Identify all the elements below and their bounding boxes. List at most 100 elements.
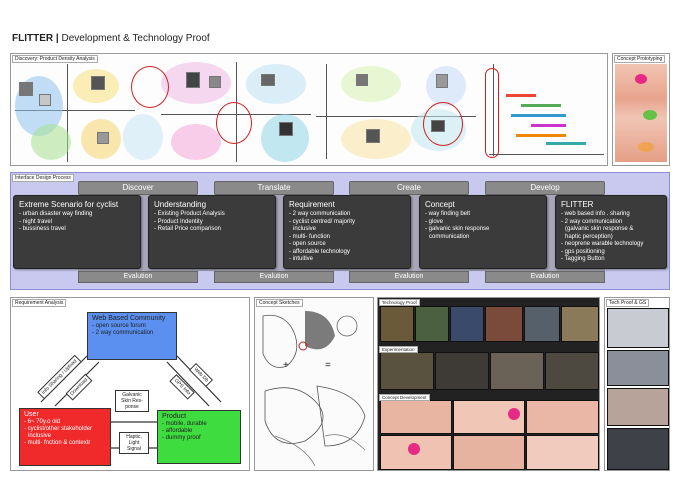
box-item: (galvanic skin response & <box>565 226 634 232</box>
box-title: Concept <box>425 200 455 209</box>
experiment-photo <box>380 352 434 390</box>
tech-photo <box>415 306 449 342</box>
evaluation-label: Evalution <box>530 273 560 280</box>
product-thumbnail <box>19 82 33 96</box>
box-item: - 2 way communication <box>561 218 623 225</box>
product-box: Product - mobile, durable - affordable -… <box>157 410 241 464</box>
experiment-photo <box>545 352 599 390</box>
process-label: Interface Design Process <box>12 174 74 182</box>
box-item: inclusive <box>293 226 317 232</box>
axis-line <box>489 154 604 155</box>
design-process-panel: Interface Design Process Discover Transl… <box>10 172 670 290</box>
experiment-photo <box>435 352 489 390</box>
timeline-bar <box>546 142 586 145</box>
techgs-photo <box>607 388 669 426</box>
user-title: User <box>24 411 39 418</box>
product-thumbnail <box>39 94 51 106</box>
prototype-pad <box>638 142 654 152</box>
evaluation-bar: Evalution <box>349 271 469 283</box>
techgs-photo <box>607 308 669 348</box>
box-flitter: FLITTER - web based info . sharing - 2 w… <box>555 195 667 269</box>
user-item: inclusive <box>28 433 52 439</box>
box-item: - gps positioning <box>561 248 605 255</box>
box-item: - Product Indentity <box>154 218 203 225</box>
discovery-label: Discovery: Product Density Analysis <box>12 55 98 63</box>
box-title: FLITTER <box>561 200 594 209</box>
box-item: communication <box>429 233 470 240</box>
web-item: - 2 way communication <box>92 330 154 336</box>
density-cluster <box>123 114 163 160</box>
box-item: - multi- function <box>289 233 331 240</box>
box-item: - urban disaster way finding <box>19 211 93 217</box>
web-item: - open source forum <box>92 323 146 329</box>
highlight-ring <box>131 66 169 108</box>
product-thumbnail <box>91 76 105 90</box>
prototype-panel: Concept Prototyping <box>612 53 670 166</box>
user-item: - multi- fnction & contextr <box>24 440 91 446</box>
timeline-bar <box>516 134 566 137</box>
tech-photo <box>450 306 484 342</box>
stage-develop: Develop <box>485 181 605 195</box>
product-thumbnail <box>356 74 368 86</box>
product-thumbnail <box>97 132 109 144</box>
evaluation-label: Evalution <box>259 273 289 280</box>
sketch-drawings: + = <box>262 311 366 467</box>
evaluation-bar: Evalution <box>485 271 605 283</box>
box-item: - Existing Product Analysis <box>154 211 225 217</box>
box-extreme-scenario: Extreme Scenario for cyclist - urban dis… <box>13 195 141 269</box>
glove-pad <box>508 408 520 420</box>
box-item: - glove <box>425 218 444 225</box>
brand-title: FLITTER | <box>12 33 59 44</box>
product-thumbnail <box>186 72 200 88</box>
stage-label: Translate <box>257 183 291 192</box>
box-item: - open source <box>289 241 326 247</box>
concept-sketches-panel: Concept Sketches + = <box>254 297 374 471</box>
prototype-label: Concept Prototyping <box>614 55 666 63</box>
timeline-bar <box>531 124 566 127</box>
stage-translate: Translate <box>214 181 334 195</box>
axis-line <box>15 110 135 111</box>
techgs-photo <box>607 428 669 470</box>
density-cluster <box>246 64 306 104</box>
technology-label: Technology Proof <box>379 299 420 306</box>
box-item: - way finding belt <box>425 211 471 217</box>
user-item: - 6~ 70y.o old <box>24 419 61 425</box>
box-item: - affordable technology <box>289 248 350 255</box>
box-item: - Retail Price comparison <box>154 226 222 232</box>
tech-proof-gs-panel: Tech Proof & GS <box>604 297 670 471</box>
density-cluster <box>341 66 401 102</box>
product-item: - affordable <box>162 428 193 434</box>
density-cluster <box>31 124 71 160</box>
product-item: - dummy proof <box>162 435 201 441</box>
box-title: Requirement <box>289 200 335 209</box>
product-thumbnail <box>261 74 275 86</box>
box-understanding: Understanding - Existing Product Analysi… <box>148 195 276 269</box>
glove-pad <box>408 443 420 455</box>
box-item: haptic perception) <box>565 233 613 240</box>
svg-text:+: + <box>283 360 289 371</box>
web-title: Web Based Community <box>92 315 166 322</box>
timeline-bar <box>511 114 566 117</box>
development-photo <box>453 435 525 470</box>
stage-discover: Discover <box>78 181 198 195</box>
stage-create: Create <box>349 181 469 195</box>
box-item: - neoprene warable technology <box>561 241 644 247</box>
axis-line <box>316 116 476 117</box>
development-photo <box>526 400 599 434</box>
product-thumbnail <box>209 76 221 88</box>
highlight-ring <box>216 102 252 144</box>
stage-label: Develop <box>530 183 560 192</box>
page-header: FLITTER | Development & Technology Proof <box>12 33 210 44</box>
density-cluster <box>171 124 221 160</box>
requirement-analysis-panel: Requirement Analysis Web Based Community… <box>10 297 250 471</box>
galvanic-label: Galvanic Skin Res- ponse <box>115 390 149 412</box>
sketches-label: Concept Sketches <box>256 299 303 307</box>
discovery-panel: Discovery: Product Density Analysis <box>10 53 608 166</box>
highlight-ring <box>485 68 499 158</box>
product-item: - mobile, durable <box>162 421 207 427</box>
web-community-box: Web Based Community - open source forum … <box>87 312 177 360</box>
product-thumbnail <box>366 129 380 143</box>
box-title: Extreme Scenario for cyclist <box>19 200 119 209</box>
product-thumbnail <box>436 74 448 88</box>
box-item: - 2 way communication <box>289 211 351 217</box>
